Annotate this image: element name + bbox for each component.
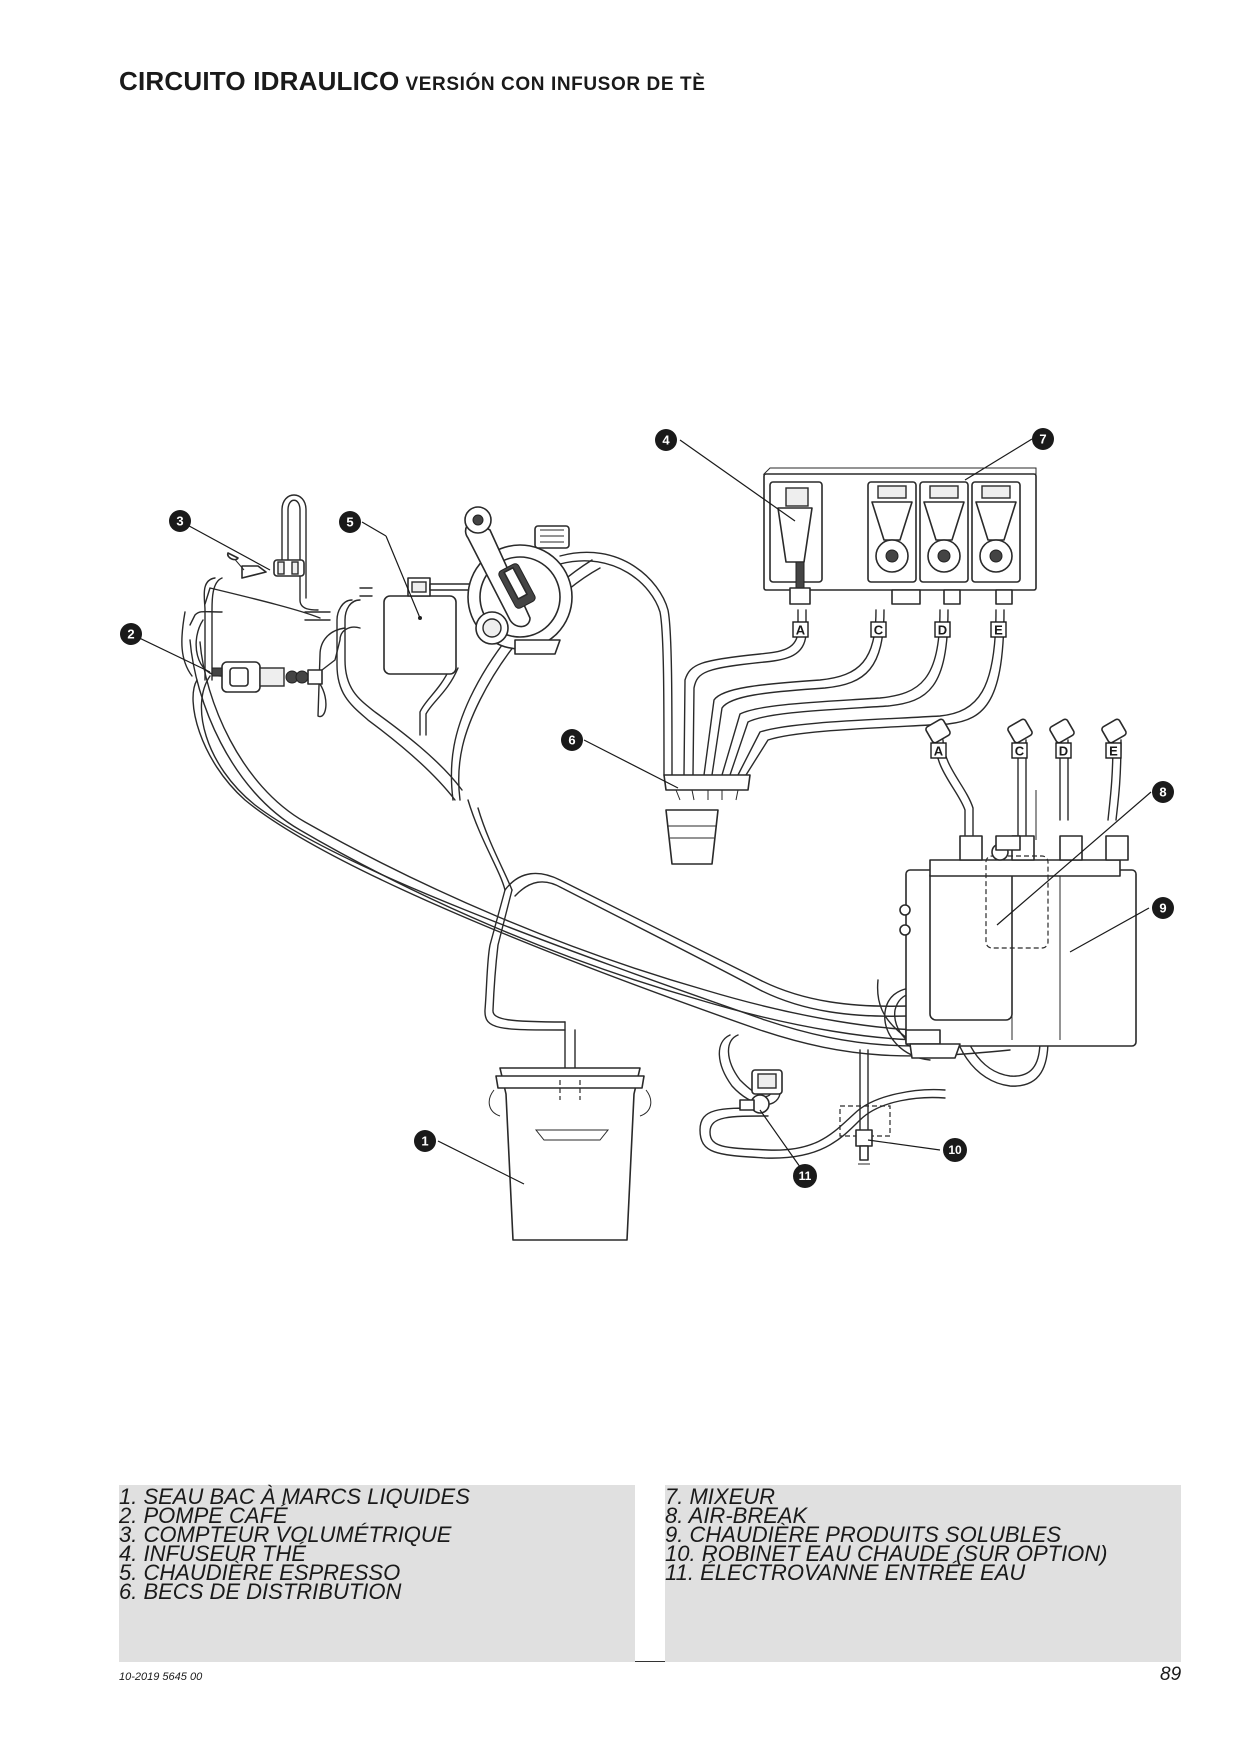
port-label-e-top: E [990, 621, 1007, 638]
title-sub: VERSIÓN CON INFUSOR DE TÈ [405, 74, 706, 95]
svg-text:11: 11 [799, 1169, 812, 1183]
svg-text:C: C [874, 623, 884, 638]
callout-4: 4 [655, 429, 677, 451]
legend-item-11: 11. ÉLECTROVANNE ENTRÉE EAU [665, 1560, 1026, 1585]
legend-item-3: 3. COMPTEUR VOLUMÉTRIQUE [119, 1522, 452, 1547]
tubing [181, 494, 1122, 1159]
legend-left: 1. SEAU BAC À MARCS LIQUIDES 2. POMPE CA… [119, 1485, 635, 1662]
legend-item-10: 10. ROBINET EAU CHAUDE (SUR OPTION) [665, 1541, 1108, 1566]
port-label-c-top: C [870, 621, 887, 638]
mixer-1 [867, 481, 917, 583]
port-labels-boiler: A C D E [930, 742, 1122, 759]
svg-text:E: E [1109, 744, 1118, 759]
leader-lines [130, 438, 1152, 1185]
svg-text:6: 6 [568, 733, 575, 748]
svg-text:7: 7 [1039, 432, 1046, 447]
legend-item-2: 2. POMPE CAFÉ [119, 1503, 288, 1528]
legend-item-5: 5. CHAUDIÈRE ESPRESSO [119, 1560, 401, 1585]
port-label-d-top: D [934, 621, 951, 638]
svg-text:8: 8 [1159, 785, 1166, 800]
espresso-boiler [383, 577, 471, 675]
legend-item-1: 1. SEAU BAC À MARCS LIQUIDES [119, 1484, 470, 1509]
callouts: 1 2 3 4 5 6 7 8 [120, 428, 1174, 1188]
svg-text:D: D [938, 623, 947, 638]
tea-infuser-drive [464, 506, 573, 655]
title-main: CIRCUITO IDRAULICO [119, 66, 400, 96]
volumetric-meter [226, 552, 305, 579]
legend-item-4: 4. INFUSEUR THÉ [119, 1541, 307, 1566]
callout-8: 8 [1152, 781, 1174, 803]
svg-text:9: 9 [1159, 901, 1166, 916]
callout-10: 10 [943, 1138, 967, 1162]
legend-item-8: 8. AIR-BREAK [665, 1503, 808, 1528]
legend-divider [635, 1661, 665, 1662]
svg-text:3: 3 [176, 514, 183, 529]
legend-item-6: 6. BECS DE DISTRIBUTION [119, 1579, 402, 1604]
distribution-nozzles [663, 774, 751, 801]
svg-text:C: C [1015, 744, 1025, 759]
solubles-boiler [899, 790, 1137, 1059]
page-number: 89 [1160, 1664, 1182, 1685]
callout-3: 3 [169, 510, 191, 532]
air-break [985, 835, 1049, 949]
cup [665, 809, 719, 865]
callout-7: 7 [1032, 428, 1054, 450]
callout-2: 2 [120, 623, 142, 645]
svg-text:A: A [934, 744, 944, 759]
port-labels-top: A C D E [792, 621, 1007, 638]
callout-9: 9 [1152, 897, 1174, 919]
port-label-a-boiler: A [930, 742, 947, 759]
hot-water-tap [839, 1105, 891, 1165]
svg-text:D: D [1059, 744, 1068, 759]
coffee-pump [211, 661, 323, 693]
legend-item-7: 7. MIXEUR [665, 1484, 776, 1509]
svg-text:1: 1 [421, 1134, 428, 1149]
port-label-e-boiler: E [1105, 742, 1122, 759]
mixer-3 [971, 481, 1021, 583]
svg-text:10: 10 [948, 1143, 962, 1157]
legend-right: 7. MIXEUR 8. AIR-BREAK 9. CHAUDIÈRE PROD… [665, 1485, 1181, 1662]
callout-6: 6 [561, 729, 583, 751]
document-code: 10-2019 5645 00 [119, 1671, 203, 1683]
svg-text:2: 2 [127, 627, 134, 642]
callout-11: 11 [793, 1164, 817, 1188]
callout-5: 5 [339, 511, 361, 533]
water-inlet-valve [739, 1069, 783, 1114]
svg-text:E: E [994, 623, 1003, 638]
port-label-d-boiler: D [1055, 742, 1072, 759]
legend-item-9: 9. CHAUDIÈRE PRODUITS SOLUBLES [665, 1522, 1062, 1547]
mixer-2 [919, 481, 969, 583]
port-label-a-top: A [792, 621, 809, 638]
svg-text:A: A [796, 623, 806, 638]
boiler-inlet-connectors [925, 718, 1127, 744]
port-label-c-boiler: C [1011, 742, 1028, 759]
callout-1: 1 [414, 1130, 436, 1152]
svg-text:4: 4 [662, 433, 670, 448]
svg-text:5: 5 [346, 515, 353, 530]
infuser-mixer-block [762, 467, 1037, 605]
waste-bucket [488, 1067, 652, 1241]
